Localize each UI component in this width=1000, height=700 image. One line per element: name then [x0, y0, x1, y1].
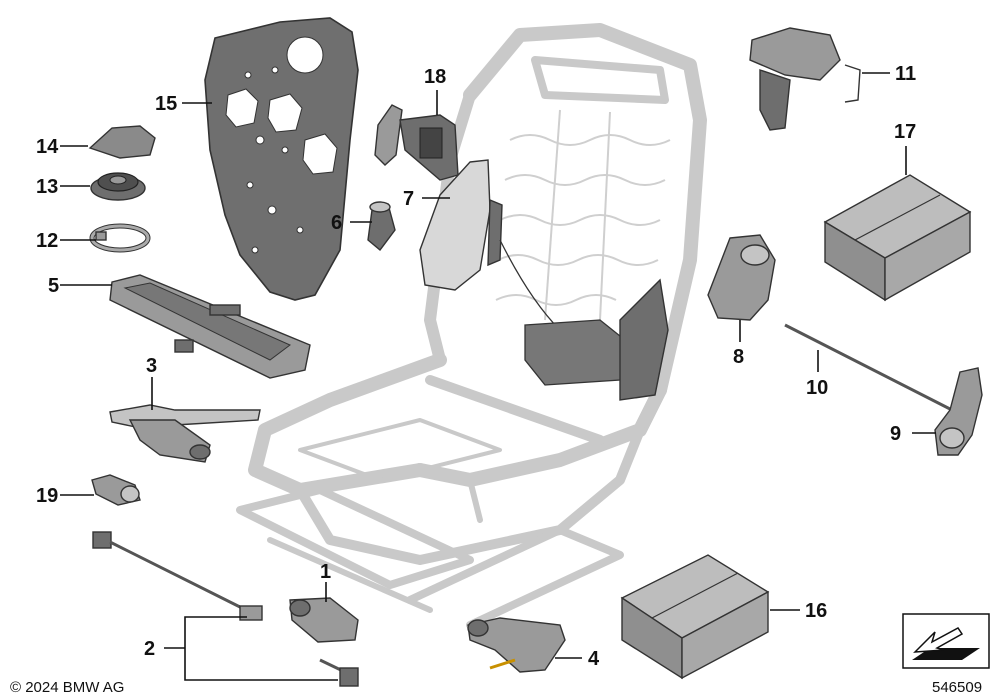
callout-7: 7: [403, 188, 414, 210]
mounting-ring-part-12: [89, 223, 151, 253]
callout-18: 18: [424, 66, 446, 88]
callout-10: 10: [806, 377, 828, 399]
backrest-panel-part-15: [204, 17, 359, 301]
callout-4: 4: [588, 648, 600, 670]
callout-6: 6: [331, 212, 342, 234]
motor-part-8: [707, 234, 776, 321]
callout-17: 17: [894, 121, 916, 143]
diagram-logo-box: [902, 613, 990, 669]
callout-1: 1: [320, 561, 331, 583]
callout-9: 9: [890, 423, 901, 445]
seat-pan-part-5: [109, 274, 311, 379]
motor-part-4: [467, 617, 566, 673]
diagram-number: 546509: [932, 679, 982, 696]
callout-19: 19: [36, 485, 58, 507]
parts-box-part-17: [823, 174, 972, 302]
copyright-text: © 2024 BMW AG: [10, 679, 124, 696]
lumbar-pump-part-11: [749, 27, 861, 131]
rod-part-10: [784, 323, 953, 412]
gear-part-9: [934, 367, 983, 456]
parts-box-part-16: [620, 554, 770, 680]
lumbar-mechanism: [524, 278, 669, 401]
seat-frame: [236, 23, 707, 629]
callout-2: 2: [144, 638, 155, 660]
callout-16: 16: [805, 600, 827, 622]
leader-lines: [60, 72, 936, 681]
adjuster-motor-part-3: [109, 404, 261, 463]
callout-5: 5: [48, 275, 59, 297]
motor-part-1: [289, 597, 359, 643]
callout-3: 3: [146, 355, 157, 377]
callout-11: 11: [895, 63, 916, 85]
callout-labels: 15 14 13 12 5 3 19 1 2 4 6 7 18 11 17 8 …: [36, 63, 916, 670]
speaker-part-13: [90, 172, 146, 201]
speaker-grille-part-14: [88, 125, 156, 159]
callout-14: 14: [36, 136, 59, 158]
callout-15: 15: [155, 93, 177, 115]
callout-12: 12: [36, 230, 58, 252]
bracket-part-18: [374, 104, 459, 181]
callout-13: 13: [36, 176, 58, 198]
callout-8: 8: [733, 346, 744, 368]
actuator-part-19: [91, 474, 141, 506]
motor-part-6: [367, 201, 396, 252]
